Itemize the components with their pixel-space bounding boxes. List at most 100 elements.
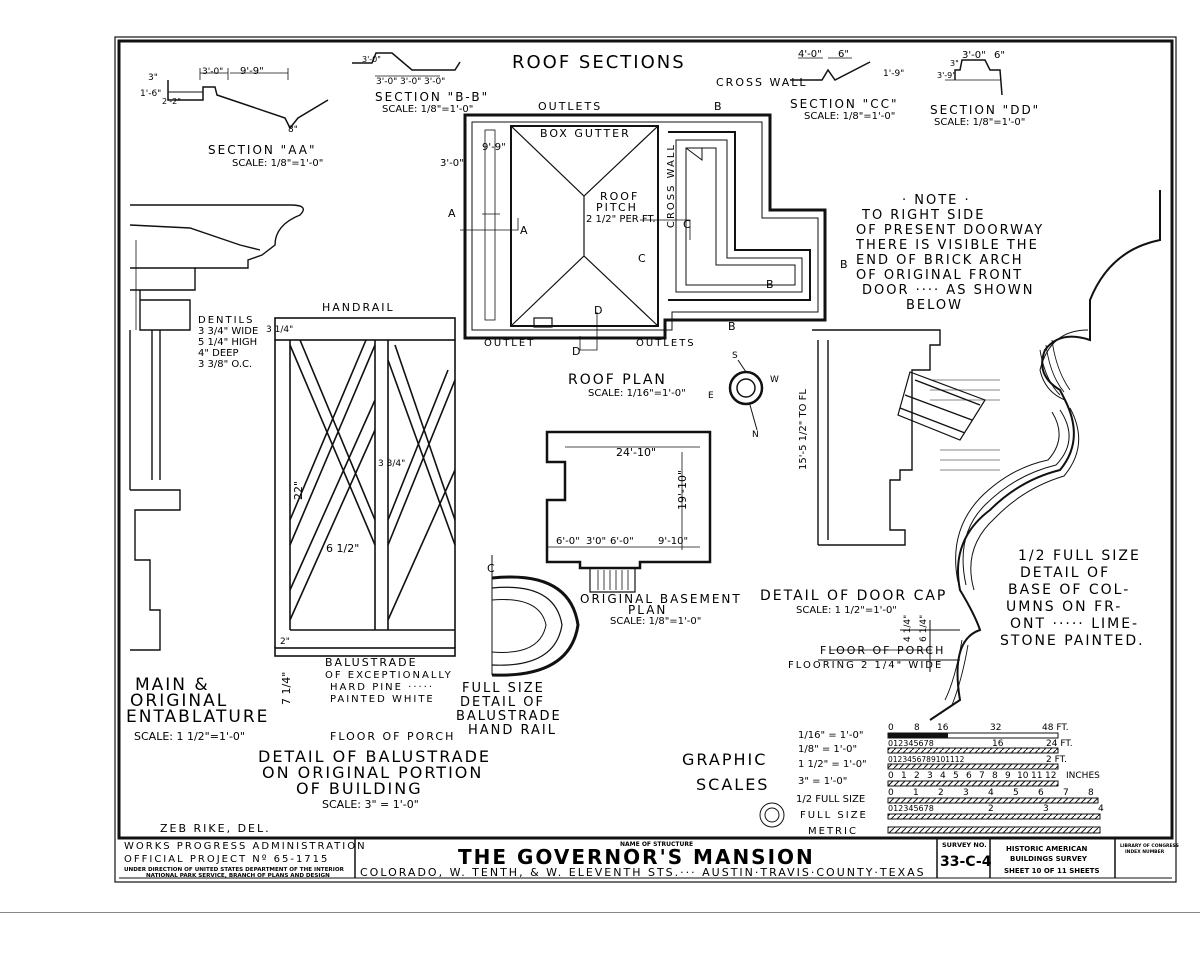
dentils-1: DENTILS: [198, 315, 254, 326]
balustrade-handrail: HANDRAIL: [322, 301, 395, 314]
survey-number: 33-C-4: [940, 854, 992, 870]
entablature-title-3: ENTABLATURE: [126, 707, 269, 727]
scale-6-tick-4: 4: [1098, 804, 1104, 814]
mark-d-2: D: [572, 345, 580, 358]
section-aa-label: SECTION "AA": [208, 143, 316, 157]
scale-5-tick-6: 5: [1013, 788, 1019, 798]
section-dd-drawing: [945, 59, 1003, 96]
note-line-8: BELOW: [906, 298, 963, 313]
note-line-3: OF PRESENT DOORWAY: [856, 223, 1044, 238]
cc-cross-wall: CROSS WALL: [716, 76, 808, 89]
scale-1-tick-3: 16: [937, 723, 949, 733]
scale-5-tick-8: 7: [1063, 788, 1069, 798]
bal-note-2: OF EXCEPTIONALLY: [325, 670, 453, 681]
scale-2-tick-1: 012345678: [888, 739, 934, 748]
roof-pitch-line-1: ROOF: [600, 190, 639, 203]
scale-4-tick-2: 1: [901, 771, 907, 781]
scale-4-tick-12: 11: [1031, 771, 1042, 781]
aa-dim-4: 1'-6": [140, 89, 161, 99]
bb-dim-1: 3'-0": [362, 55, 381, 64]
dd-dim-1: 3'-0": [962, 50, 986, 61]
dentils-3: 5 1/4" HIGH: [198, 337, 257, 348]
scale-4-tick-5: 4: [940, 771, 946, 781]
note-block: · NOTE · TO RIGHT SIDE OF PRESENT DOORWA…: [855, 193, 1044, 313]
bb-dim-2: 3'-0": [376, 77, 397, 87]
dentils-2: 3 3/4" WIDE: [198, 326, 258, 337]
scale-2-tick-3: 24 FT.: [1046, 739, 1073, 749]
loc-line-1: LIBRARY OF CONGRESS: [1120, 843, 1179, 849]
roof-plan-box-gutter: BOX GUTTER: [540, 127, 631, 140]
scale-4-tick-14: INCHES: [1066, 771, 1100, 781]
basement-dim-4: 3'0": [586, 536, 606, 547]
roof-pitch-line-2: PITCH: [596, 201, 638, 214]
scale-1-tick-4: 32: [990, 723, 1001, 733]
section-dd-label: SECTION "DD": [930, 103, 1040, 117]
sheet-number: SHEET 10 OF 11 SHEETS: [1004, 867, 1099, 875]
delineator: ZEB RIKE, DEL.: [160, 822, 271, 835]
roof-plan-outlets-right: OUTLETS: [636, 338, 696, 349]
section-cc-drawing: [790, 57, 871, 81]
dd-dim-4: 3": [950, 59, 959, 68]
entablature-title-2: ORIGINAL: [130, 691, 228, 711]
structure-location: COLORADO, W. TENTH, & W. ELEVENTH STS.··…: [360, 866, 926, 879]
scale-bar-6: [887, 813, 1101, 820]
direction-line-1: UNDER DIRECTION OF UNITED STATES DEPARTM…: [124, 867, 345, 873]
compass-s: S: [732, 351, 738, 361]
aa-dim-2: 9'-9": [240, 66, 264, 77]
scale-5-tick-5: 4: [988, 788, 994, 798]
scale-4-tick-1: 0: [888, 771, 894, 781]
mark-c-2: C: [638, 252, 646, 265]
scale-bar-2: [887, 747, 1059, 754]
basement-title-2: PLAN: [628, 603, 667, 617]
roof-plan-outlet-left: OUTLET: [484, 338, 535, 349]
door-cap-title: DETAIL OF DOOR CAP: [760, 588, 947, 604]
scale-1-tick-1: 0: [888, 723, 894, 733]
seal-icon: [759, 802, 785, 828]
roof-plan-title: ROOF PLAN: [568, 372, 667, 388]
column-base-line-3: BASE OF COL-: [1008, 582, 1130, 598]
scale-bar-4: [887, 780, 1059, 787]
section-bb-drawing: [352, 52, 461, 77]
bal-floor: FLOOR OF PORCH: [330, 730, 455, 743]
entablature-drawing: [129, 204, 304, 651]
scale-5-tick-4: 3: [963, 788, 969, 798]
basement-dim-1: 24'-10": [616, 446, 656, 459]
scale-5-tick-1: 0: [888, 788, 894, 798]
direction-line-2: NATIONAL PARK SERVICE, BRANCH OF PLANS A…: [146, 873, 330, 879]
balustrade-drawing: [274, 317, 456, 657]
mark-a-2: A: [520, 224, 528, 237]
basement-title-1: ORIGINAL BASEMENT: [580, 592, 742, 606]
scale-5-tick-2: 1: [913, 788, 919, 798]
wpa-line-2: OFFICIAL PROJECT Nº 65-1715: [124, 854, 329, 865]
door-cap-drawing: [812, 329, 1000, 672]
compass-icon: [728, 359, 764, 431]
basement-dim-2: 19'-10": [676, 470, 689, 510]
scale-label-2: 1/8" = 1'-0": [798, 744, 857, 755]
scale-4-tick-7: 6: [966, 771, 972, 781]
basement-plan-drawing: [545, 430, 712, 593]
bal-scale: SCALE: 3" = 1'-0": [322, 798, 419, 811]
bal-note-3: HARD PINE ·····: [330, 682, 434, 693]
bal-note-4: PAINTED WHITE: [330, 694, 435, 705]
habs-line-2: BUILDINGS SURVEY: [1010, 855, 1088, 863]
bal-dim-4: 6 1/2": [326, 542, 359, 555]
scale-6-tick-1: 012345678: [888, 804, 934, 813]
section-dd-scale: SCALE: 1/8"=1'-0": [934, 117, 1025, 128]
scale-label-1: 1/16" = 1'-0": [798, 730, 863, 741]
name-label: NAME OF STRUCTURE: [620, 841, 693, 848]
column-base-line-6: STONE PAINTED.: [1000, 633, 1145, 649]
door-cap-dim-1: 4 1/4": [903, 615, 913, 642]
basement-scale: SCALE: 1/8"=1'-0": [610, 616, 701, 627]
column-base-line-4: UMNS ON FR-: [1006, 599, 1122, 615]
dentils-5: 3 3/8" O.C.: [198, 359, 252, 370]
scale-4-tick-10: 9: [1005, 771, 1011, 781]
door-cap-flooring: FLOORING 2 1/4" WIDE: [788, 660, 943, 671]
scale-bar-7: [887, 826, 1101, 834]
handrail-title-3: BALUSTRADE: [456, 709, 562, 724]
roof-sections-title: ROOF SECTIONS: [512, 52, 686, 73]
mark-b-2: B: [840, 258, 848, 271]
habs-line-1: HISTORIC AMERICAN: [1006, 845, 1088, 853]
scale-2-tick-2: 16: [992, 739, 1004, 749]
bal-dim-1: 3 1/4": [266, 325, 293, 335]
mark-d-1: D: [594, 304, 602, 317]
